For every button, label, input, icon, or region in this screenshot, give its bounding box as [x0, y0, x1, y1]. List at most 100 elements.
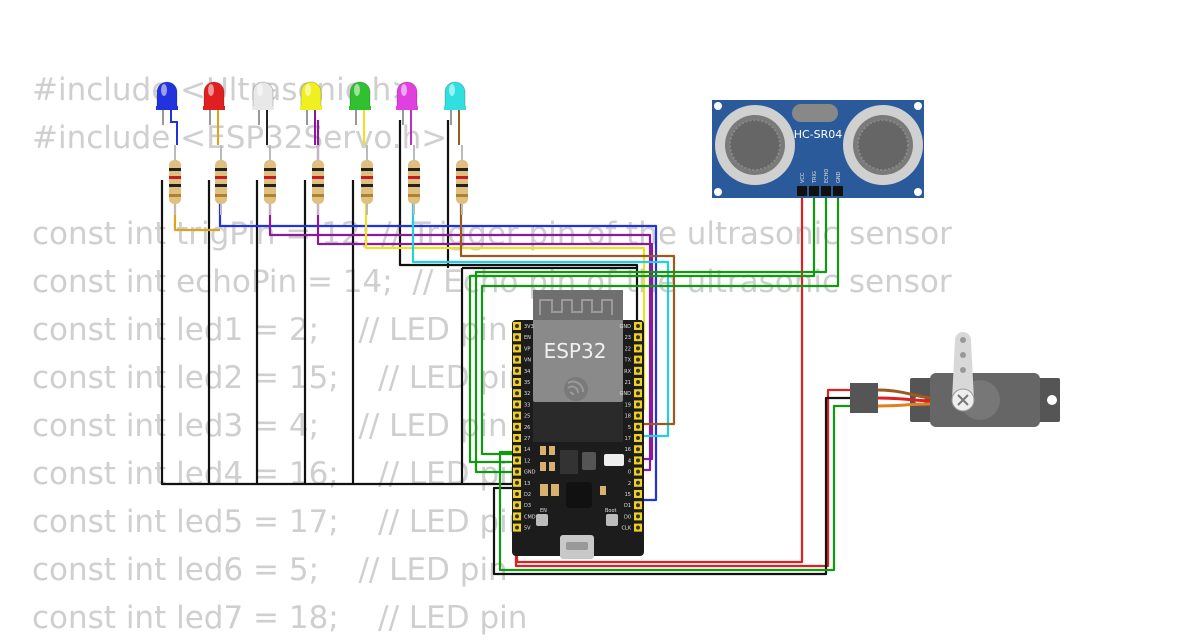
wire-sensor-echo — [474, 196, 828, 474]
esp32-pin-hole — [636, 391, 640, 396]
code-listing: #include <Ultrasonic.h>#include <ESP32Se… — [32, 66, 952, 642]
esp32-pin-label: 23 — [625, 335, 631, 341]
code-line: const int led5 = 17; // LED pin — [32, 504, 528, 540]
led-highlight — [354, 84, 360, 96]
esp32-pin-label: D3 — [524, 503, 531, 509]
led-highlight — [208, 84, 214, 96]
led-rim — [156, 106, 178, 110]
esp32-pin-label: 22 — [625, 346, 631, 352]
resistor-band — [215, 194, 227, 197]
resistor-band — [456, 194, 468, 197]
esp32-pin-hole — [515, 357, 519, 362]
sensor-pin[interactable] — [833, 186, 843, 196]
resistor-band — [456, 184, 468, 187]
esp32-pin-label: 5 — [628, 425, 631, 431]
boot-button[interactable] — [606, 514, 618, 526]
sensor-label: HC-SR04 — [794, 128, 843, 141]
esp32-pin-label: TX — [624, 358, 632, 364]
sensor-transducer-right — [843, 105, 923, 185]
resistor-band — [169, 176, 181, 179]
led[interactable] — [203, 81, 227, 215]
led[interactable] — [252, 81, 276, 215]
wire-led-brown-signal — [459, 200, 676, 426]
led-body — [444, 81, 466, 109]
sensor-crystal — [792, 104, 838, 122]
esp32-pin-label: RX — [624, 369, 631, 375]
esp32-module-base — [533, 402, 623, 442]
resistor-band — [408, 176, 420, 179]
wire-led-purple-signal — [268, 200, 652, 472]
resistor-band — [408, 194, 420, 197]
esp32-pin-hole — [515, 324, 519, 328]
esp32-pin-hole — [636, 458, 640, 463]
esp32-pin-hole — [515, 391, 519, 396]
led-rim — [203, 106, 225, 110]
led[interactable] — [396, 81, 420, 215]
sensor-pin[interactable] — [809, 186, 819, 196]
boot-button-label: Boot — [605, 508, 617, 514]
espressif-logo-icon — [564, 377, 588, 401]
esp32-pin-label: 32 — [524, 391, 530, 397]
sensor-transducer-left — [715, 105, 795, 185]
esp32-pin-hole — [515, 380, 519, 384]
esp32-pin-hole — [636, 480, 640, 485]
led[interactable] — [444, 81, 468, 215]
led-rim — [349, 106, 371, 110]
resistor-band — [215, 184, 227, 187]
esp32-pin-label: 3V3 — [524, 324, 534, 330]
esp32-pin-hole — [515, 368, 519, 373]
wire-led1-signal — [173, 200, 220, 232]
resistor-band — [312, 194, 324, 197]
esp32-pin-hole — [515, 525, 519, 530]
resistor-band — [456, 168, 468, 171]
esp32-pin-hole — [515, 335, 519, 340]
esp32-pin-hole — [636, 324, 640, 328]
wire-led-cyan-signal — [411, 200, 670, 438]
resistor-band — [215, 168, 227, 171]
esp32-board[interactable]: ESP32 EN Boot 3V3ENVPVN34353233252627141… — [512, 290, 644, 559]
sensor-pin[interactable] — [797, 186, 807, 196]
resistor-band — [169, 194, 181, 197]
en-button-label: EN — [540, 508, 547, 514]
esp32-pin-label: 12 — [524, 458, 530, 464]
esp32-pin-hole — [636, 503, 640, 508]
resistor-band — [361, 176, 373, 179]
resistor-band — [264, 184, 276, 187]
resistor-band — [215, 176, 227, 179]
sensor-pin-label: VCC — [800, 172, 806, 183]
led[interactable] — [300, 81, 324, 215]
resistor-body — [361, 160, 373, 204]
en-button[interactable] — [536, 514, 548, 526]
led[interactable] — [156, 81, 181, 215]
led-highlight — [257, 84, 263, 96]
esp32-pin-hole — [636, 492, 640, 496]
esp32-pin-hole — [636, 402, 640, 407]
esp32-pin-label: 21 — [625, 380, 631, 386]
resistor-body — [456, 160, 468, 204]
led-body — [300, 81, 322, 109]
esp32-pin-label: 17 — [625, 436, 631, 442]
esp32-pin-hole — [515, 492, 519, 496]
esp32-pin-label: GND — [620, 391, 632, 397]
esp32-pin-label: EN — [524, 335, 531, 341]
led[interactable] — [349, 81, 373, 215]
esp32-pin-hole — [636, 525, 640, 530]
esp32-pin-hole — [515, 458, 519, 463]
esp32-pin-label: 14 — [524, 447, 530, 453]
servo-motor[interactable] — [850, 332, 1060, 427]
led-highlight — [401, 84, 407, 96]
led-rim — [300, 106, 322, 110]
esp32-pin-hole — [515, 436, 519, 440]
code-line: #include <ESP32Servo.h> — [32, 120, 448, 156]
sensor-pin-label: ECHO — [824, 169, 830, 183]
sensor-pin[interactable] — [821, 186, 831, 196]
smd-components — [536, 446, 624, 559]
esp32-antenna — [533, 290, 623, 320]
esp32-pin-label: D2 — [524, 492, 531, 498]
antenna-trace — [539, 299, 613, 315]
esp32-pin-label: 5V — [524, 526, 531, 532]
wire-sensor-trig — [468, 196, 816, 464]
esp32-pin-hole — [515, 469, 519, 474]
